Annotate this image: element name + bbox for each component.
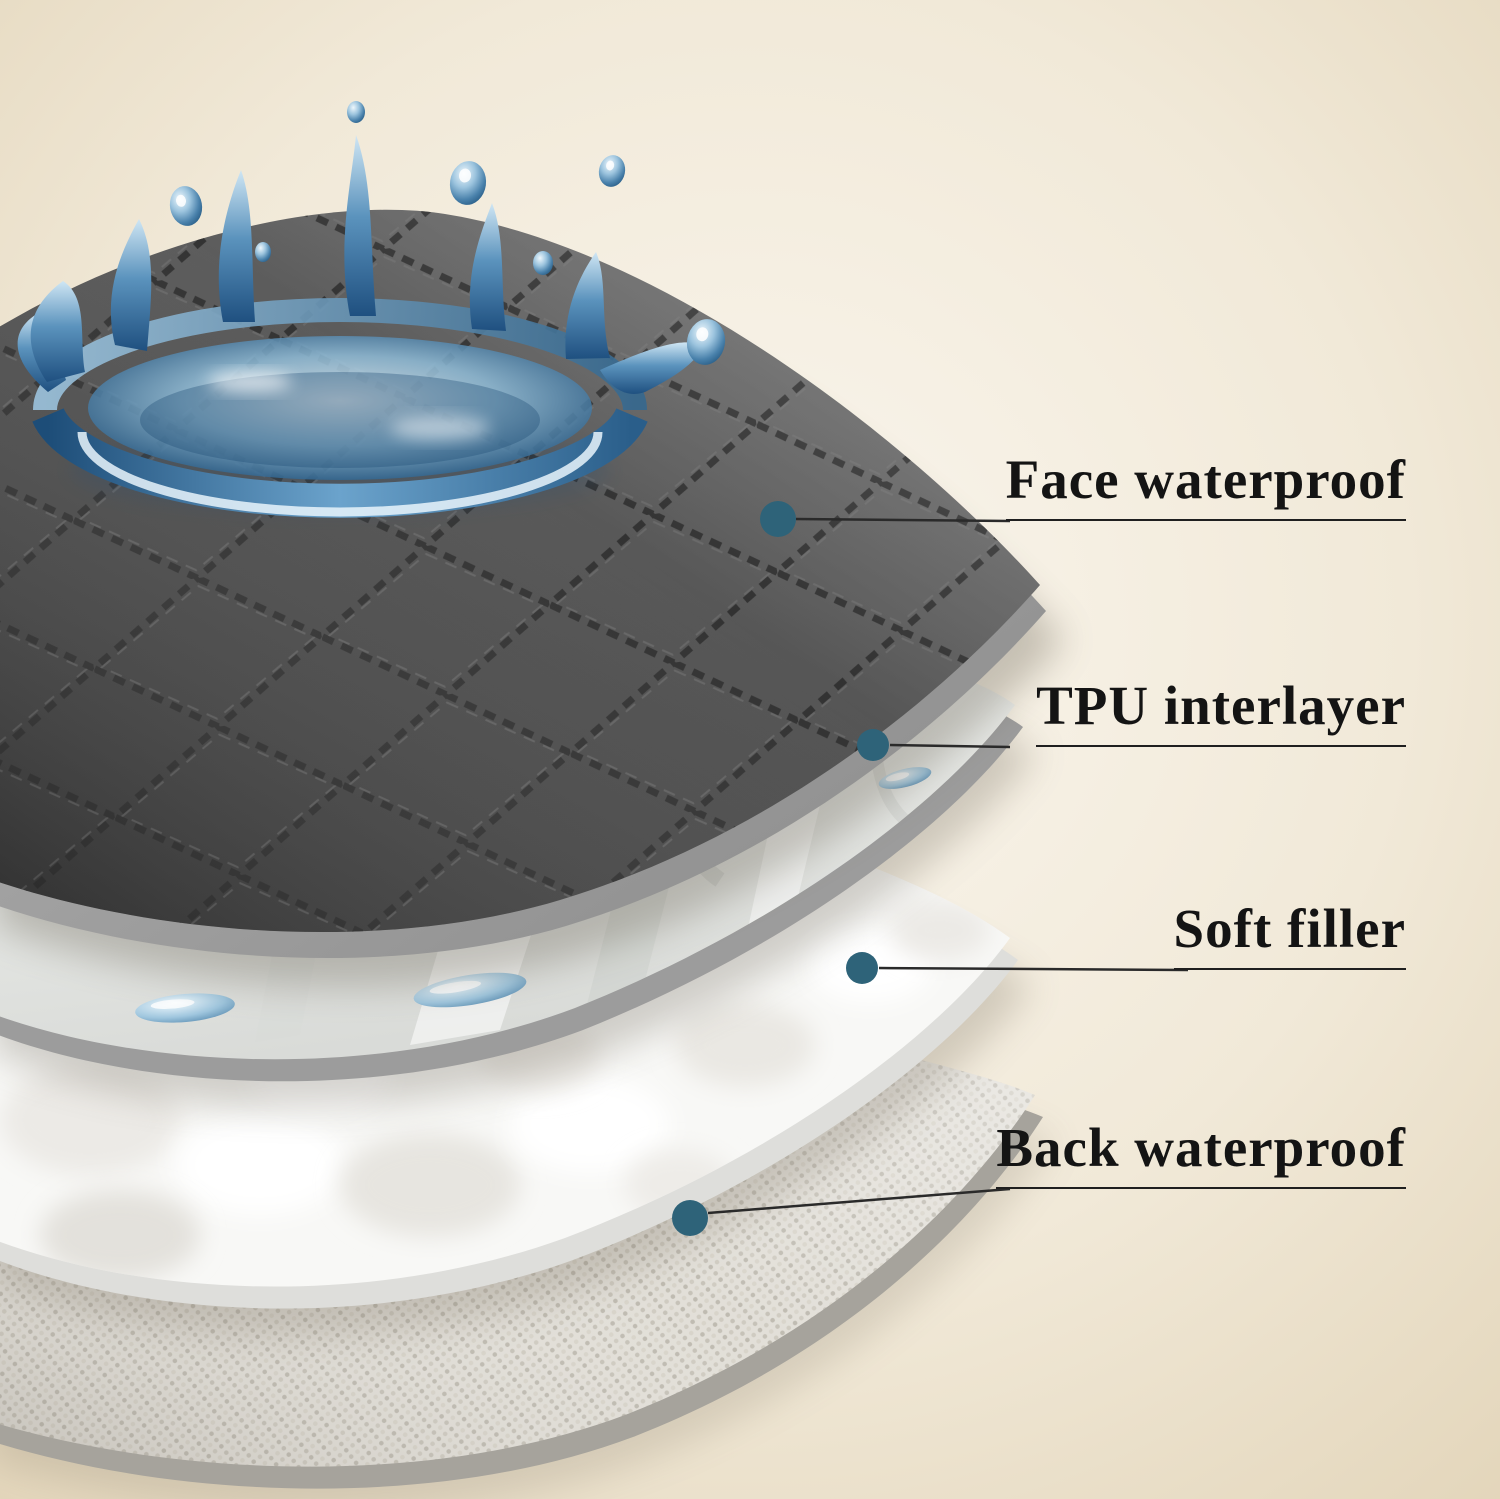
callout-line-filler [878,966,1189,972]
flying-water-droplet [255,242,271,262]
callout-label-tpu-interlayer: TPU interlayer [1036,678,1406,747]
flying-water-droplet [598,155,626,187]
callout-label-soft-filler: Soft filler [1173,901,1406,970]
callout-connectors [707,517,1189,1215]
water-splash-illustration [17,101,726,518]
callout-label-face-waterproof: Face waterproof [1005,452,1406,521]
callout-line-face [795,517,1011,523]
callout-line-tpu [889,743,1011,749]
flying-water-droplet [347,101,365,123]
callout-dot-face [760,501,796,537]
callout-dot-tpu [857,729,889,761]
flying-water-droplet [533,251,553,275]
callout-dot-filler [846,952,878,984]
callout-dots [672,501,889,1236]
flying-water-droplet [169,186,203,226]
callout-label-back-waterproof: Back waterproof [996,1120,1406,1189]
callout-dot-back [672,1200,708,1236]
flying-water-droplet [449,161,487,205]
callout-line-back [707,1187,1011,1215]
flying-water-droplet [686,319,726,365]
